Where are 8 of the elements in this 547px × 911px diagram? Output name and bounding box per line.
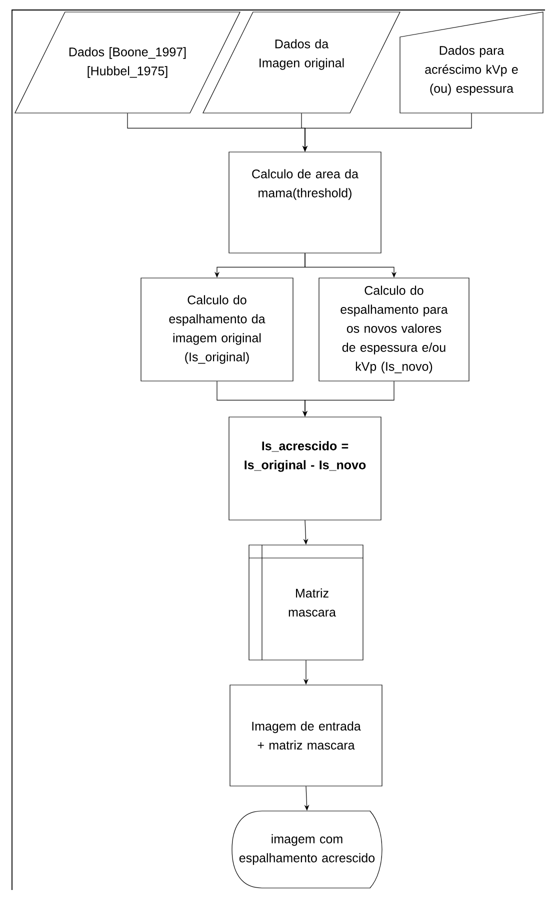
data-parallelogram: Dados [Boone_1997] [Hubbel_1975] bbox=[14, 12, 240, 114]
process-box: Calculo de area da mama(threshold) bbox=[228, 152, 382, 254]
process-box: Is_acrescido = Is_original - Is_novo bbox=[228, 416, 382, 520]
data-parallelogram: Dados da Imagen original bbox=[202, 12, 400, 114]
process-box: Imagem de entrada + matriz mascara bbox=[230, 684, 382, 786]
process-box: Calculo do espalhamento da imagem original (Is_original) bbox=[140, 278, 294, 382]
process-box: Calculo do espalhamento para os novos valores de espessura e/ou kVp (Is_novo) bbox=[318, 278, 470, 382]
storage-box: Matriz mascara bbox=[248, 544, 364, 660]
